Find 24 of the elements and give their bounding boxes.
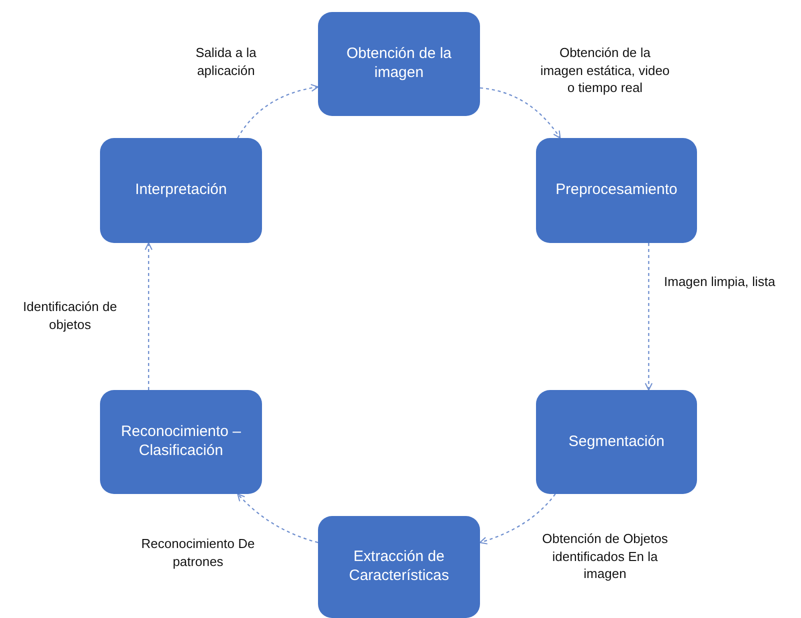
arrow [144,242,152,390]
box-label: Preprocesamiento [556,181,678,200]
edge-label: Salida a la aplicación [194,44,258,80]
box-label: Reconocimiento – Clasificación [120,423,242,461]
process-box [536,390,697,494]
process-box [318,12,480,116]
arrow [480,87,561,139]
edge-label: Obtención de la imagen estática, video o tiempo real [540,44,670,97]
box-label: Extracción de Características [348,548,450,586]
process-box [318,516,480,618]
process-box [100,390,262,494]
arrow [644,243,653,391]
edge-label: Reconocimiento De patrones [140,535,256,570]
box-label: Obtención de la imagen [345,45,453,83]
process-box [100,138,262,243]
box-label: Segmentación [568,432,664,452]
arrow [479,494,556,544]
edge-label: Obtención de Objetos identificados En la imagen [541,530,669,583]
arrow [237,84,319,138]
box-label: Interpretación [135,181,227,200]
process-box [536,138,697,243]
arrow [237,493,318,544]
edge-label: Identificación de objetos [22,298,118,334]
edge-label: Imagen limpia, lista [664,273,776,291]
